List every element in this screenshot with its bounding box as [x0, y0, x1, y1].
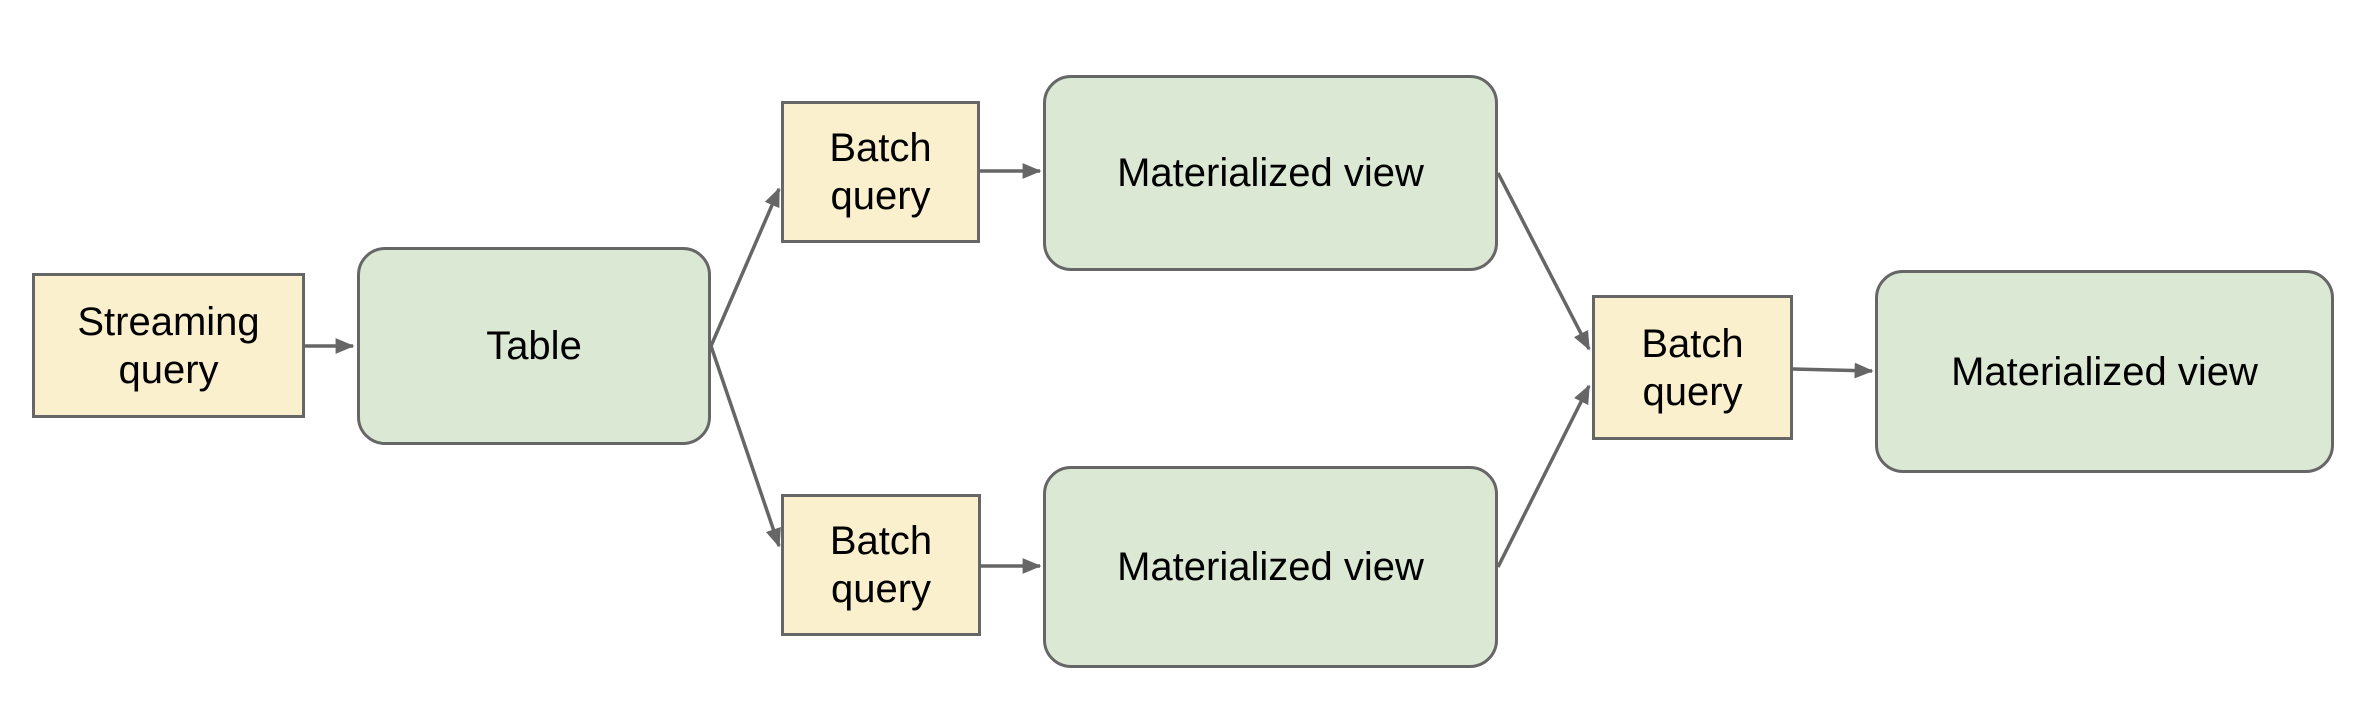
node-batch-query-bottom: Batch query	[781, 494, 981, 636]
node-batch-query-top-label: Batch query	[829, 126, 932, 218]
arrow-materialized-view-bottom-to-batch-query-right	[1496, 384, 1591, 568]
node-materialized-view-right-label: Materialized view	[1951, 349, 2258, 394]
arrow-table-to-batch-query-top	[709, 187, 781, 347]
node-batch-query-top: Batch query	[781, 101, 980, 243]
node-table: Table	[357, 247, 711, 445]
node-table-label: Table	[486, 324, 582, 368]
node-materialized-view-bottom: Materialized view	[1043, 466, 1498, 668]
node-materialized-view-top: Materialized view	[1043, 75, 1498, 271]
arrow-table-to-batch-query-bottom	[709, 345, 781, 548]
node-streaming-query: Streaming query	[32, 273, 305, 418]
node-streaming-query-label: Streaming query	[77, 299, 260, 392]
node-batch-query-bottom-label: Batch query	[829, 519, 933, 611]
node-materialized-view-bottom-label: Materialized view	[1117, 545, 1424, 589]
node-materialized-view-right: Materialized view	[1875, 270, 2334, 473]
arrow-batch-query-right-to-materialized-view-right	[1792, 362, 1874, 379]
node-materialized-view-top-label: Materialized view	[1117, 151, 1424, 195]
arrow-materialized-view-top-to-batch-query-right	[1496, 172, 1591, 351]
node-batch-query-right: Batch query	[1592, 295, 1793, 440]
node-batch-query-right-label: Batch query	[1641, 321, 1744, 414]
